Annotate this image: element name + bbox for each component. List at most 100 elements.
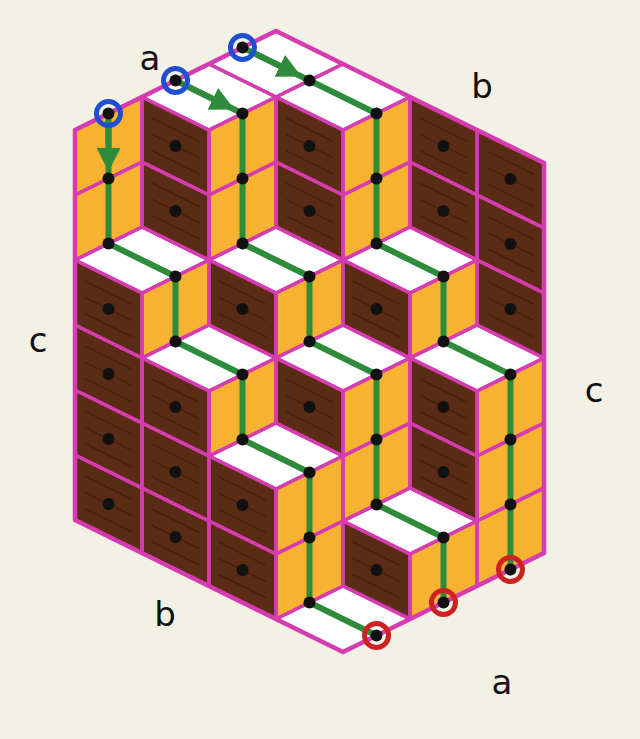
vertex-dot [103,108,115,120]
vertex-dot [505,369,517,381]
tile-outline [142,97,209,195]
vertex-dot [237,42,249,54]
brown-tile [343,521,410,619]
vertex-dot [438,205,450,217]
start-ring [164,69,188,93]
tile-faces [75,31,544,652]
brown-tile [343,260,410,358]
side-label: b [471,69,493,103]
end-ring [365,624,389,648]
vertex-dot [237,564,249,576]
side-label: a [140,41,161,75]
tile-outline [343,521,410,619]
vertex-dot [103,173,115,185]
tile-outline [410,358,477,456]
vertex-dot [505,303,517,315]
vertex-dot [438,336,450,348]
brown-tile [276,97,343,195]
vertex-dot [304,205,316,217]
tile-outline [209,260,276,358]
end-rings [365,558,523,648]
vertex-dot [170,205,182,217]
vertex-dot [304,467,316,479]
vertex-dot [237,434,249,446]
side-label: c [585,373,604,407]
brown-tile [276,358,343,456]
side-label: c [29,323,48,357]
tile-outline [75,260,142,358]
vertex-dot [438,532,450,544]
vertex-dot [237,369,249,381]
vertex-dot [505,173,517,185]
brown-tile [142,358,209,456]
vertex-dot [438,466,450,478]
vertex-dot [170,140,182,152]
vertex-dot [371,173,383,185]
tile-outline [142,64,276,130]
vertex-dot [371,108,383,120]
vertex-dot [170,531,182,543]
vertex-dot [438,401,450,413]
vertex-dot [103,368,115,380]
vertex-dot [304,140,316,152]
vertex-dot [304,336,316,348]
tile-outline [209,456,276,554]
tile-outline [343,260,410,358]
vertex-dot [438,271,450,283]
vertex-dot [371,630,383,642]
vertex-dot [103,238,115,250]
vertex-dot [371,303,383,315]
vertex-dot [371,499,383,511]
end-ring [432,591,456,615]
vertex-dot [237,303,249,315]
vertex-dot [170,75,182,87]
end-ring [499,558,523,582]
vertex-dot [304,532,316,544]
lattice-paths [109,48,511,636]
vertex-dot [371,369,383,381]
vertex-dot [505,564,517,576]
side-label: a [492,665,513,699]
dots [103,42,517,642]
vertex-dot [170,401,182,413]
vertex-dot [505,434,517,446]
vertex-dot [505,499,517,511]
path-arrow [256,54,293,72]
vertex-dot [103,303,115,315]
path-arrow [106,127,112,163]
vertex-dot [170,336,182,348]
start-rings [97,36,255,126]
vertex-dot [371,564,383,576]
path-arrow [189,87,226,105]
start-ring [231,36,255,60]
brown-tile [209,456,276,554]
vertex-dot [371,238,383,250]
vertex-dot [237,173,249,185]
vertex-dot [237,108,249,120]
brown-tile [75,260,142,358]
vertex-dot [237,238,249,250]
vertex-dot [304,401,316,413]
hexagon-outline [75,31,544,652]
lattice-path [109,114,377,636]
vertex-dot [438,140,450,152]
tile-outline [276,358,343,456]
tile-outline [276,97,343,195]
vertex-dot [237,499,249,511]
vertex-dot [438,597,450,609]
vertex-dot [170,271,182,283]
brown-tile [410,358,477,456]
vertex-dot [371,434,383,446]
vertex-dot [505,238,517,250]
vertex-dot [304,271,316,283]
brown-tile [209,260,276,358]
orange-tile [75,97,142,195]
vertex-dot [103,433,115,445]
start-ring [97,102,121,126]
vertex-dot [170,466,182,478]
tile-outlines [75,31,544,652]
vertex-dot [304,75,316,87]
tile-outline [75,97,142,195]
